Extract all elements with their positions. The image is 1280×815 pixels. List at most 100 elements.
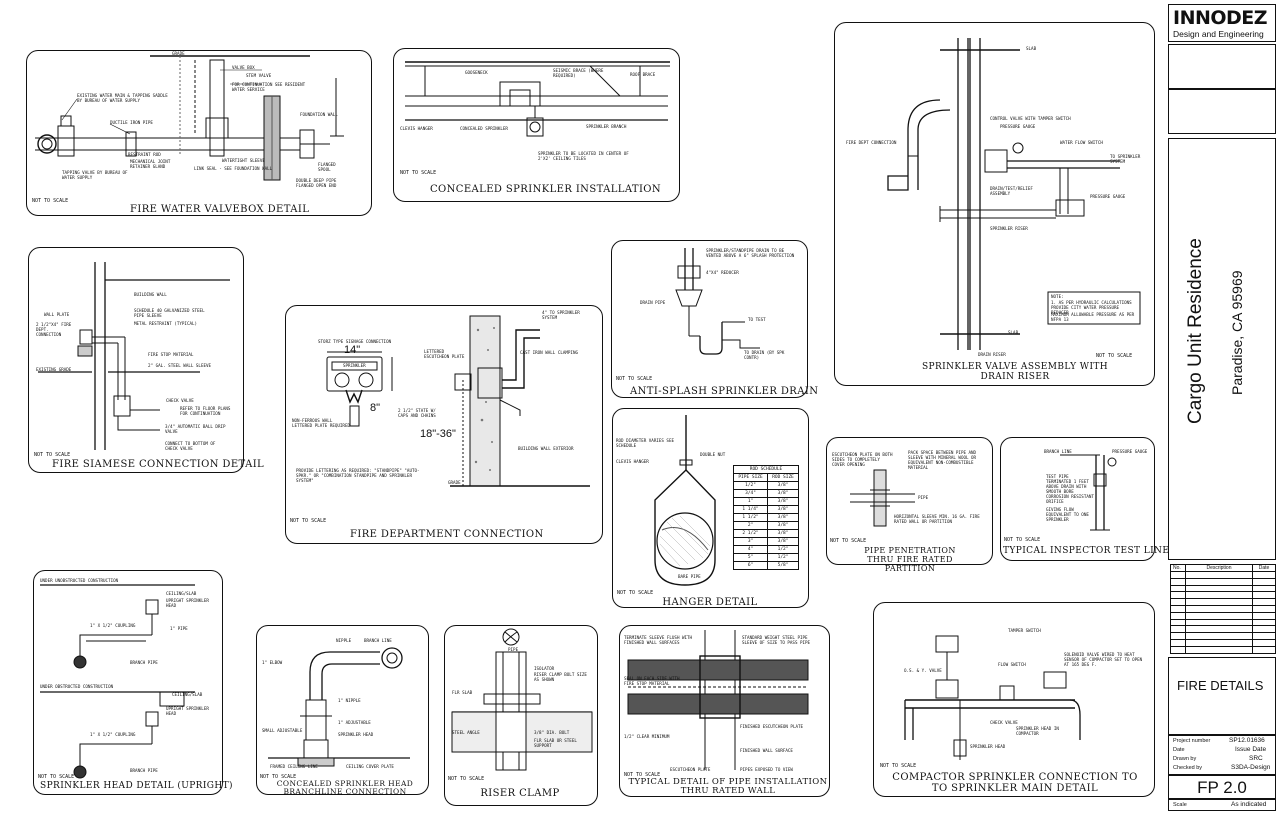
siamese-note-wallsleeve: 2" GAL. STEEL WALL SLEEVE (148, 363, 212, 368)
valveassy-note-fdc: FIRE DEPT CONNECTION (846, 140, 897, 145)
concealedhead-note-frame: FRAMED CEILING LINE (270, 764, 318, 769)
concealed-title: CONCEALED SPRINKLER INSTALLATION (430, 184, 662, 195)
siamese-note-check: CHECK VALVE (166, 398, 194, 403)
info-value-checked: S3DA-Design (1231, 764, 1271, 771)
inspector-note-branch: BRANCH LINE (1044, 449, 1072, 454)
upright-note-pipe: 1" PIPE (170, 626, 188, 631)
valveassy-note-riser: SPRINKLER RISER (990, 226, 1028, 231)
valvebox-note-main: EXISTING WATER MAIN & TAPPING SADDLE BY … (77, 93, 168, 103)
detail-panel-fdc[interactable] (285, 305, 603, 544)
info-value-date: Issue Date (1235, 746, 1267, 753)
fdc-note-clamp: CAST IRON WALL CLAMPING (520, 350, 578, 355)
concealedhead-note-nipple2: 1" NIPPLE (338, 698, 361, 703)
riser-note-bolt: 3/8" DIA. BOLT (534, 730, 570, 735)
info-value-drawn: SRC (1249, 755, 1263, 762)
compactor-title-2: TO SPRINKLER MAIN DETAIL (931, 783, 1099, 794)
compactor-note-check: CHECK VALVE (990, 720, 1018, 725)
schedule-cell: 6" (732, 561, 769, 570)
pipepen-title: PIPE PENETRATION THRU FIRE RATED PARTITI… (864, 546, 956, 573)
upright-note-unobstructed: UNDER UNOBSTRUCTED CONSTRUCTION (40, 578, 119, 583)
fdc-note-lettered: LETTERED ESCUTCHEON PLATE (424, 349, 465, 359)
detail-panel-pipepen[interactable] (826, 437, 993, 565)
riser-nts: NOT TO SCALE (448, 776, 485, 782)
concealed-note-branch: SPRINKLER BRANCH (586, 124, 627, 129)
valvebox-note-sleeve: WATERTIGHT SLEEVE (222, 158, 265, 163)
compactor-note-tamper: TAMPER SWITCH (1008, 628, 1041, 633)
upright-note-coupling2: 1" X 1/2" COUPLING (90, 732, 136, 737)
concealedhead-note-head: SPRINKLER HEAD (338, 732, 374, 737)
siamese-note-drip: 3/4" AUTOMATIC BALL DRIP VALVE (165, 424, 226, 434)
detail-panel-antisplash[interactable] (611, 240, 808, 398)
compactor-note-head: SPRINKLER HEAD IN COMPACTOR (1016, 726, 1059, 736)
concealedhead-note-nipple: NIPPLE (336, 638, 352, 643)
fdc-note-4in: 4" TO SPRINKLER SYSTEM (542, 310, 580, 320)
concealed-note-location: SPRINKLER TO BE LOCATED IN CENTER OF 2'X… (538, 151, 629, 161)
valveassy-note-tosys: TO SPRINKLER SYSTEM (1110, 154, 1141, 164)
riser-note-clamp: RISER CLAMP BOLT SIZE AS SHOWN (534, 672, 587, 682)
valveassy-title: SPRINKLER VALVE ASSEMBLY WITH DRAIN RISE… (921, 362, 1109, 382)
inspector-nts: NOT TO SCALE (1004, 537, 1041, 543)
concealedhead-title: CONCEALED SPRINKLER HEAD (276, 779, 414, 788)
wall-nts: NOT TO SCALE (624, 772, 661, 778)
fdc-note-wall: BUILDING WALL EXTERIOR (518, 446, 574, 451)
info-label-checked: Checked by (1173, 765, 1203, 771)
fdc-note-plate: NON-FERROUS WALL LETTERED PLATE REQUIRED (292, 418, 350, 428)
schedule-row: 6"5/8" (732, 561, 799, 570)
concealedhead-note-branch: BRANCH LINE (364, 638, 392, 643)
concealedhead-title-2: BRANCHLINE CONNECTION (283, 787, 407, 796)
valvebox-note-tapping: TAPPING VALVE BY BUREAU OF WATER SUPPLY (62, 170, 128, 180)
upright-note-ceiling2: CEILING/SLAB (172, 692, 203, 697)
titleblock-project-box: Cargo Unit Residence Paradise, CA 95969 (1168, 138, 1276, 560)
titleblock-blank-1 (1168, 44, 1276, 89)
compactor-note-solenoid: SOLENOID VALVE WIRED TO HEAT SENSOR OF C… (1064, 652, 1143, 667)
sheet-number: FP 2.0 (1197, 778, 1247, 797)
pipepen-note-sleeve: HORIZONTAL SLEEVE MIN. 16 Ga. FIRE RATED… (894, 514, 980, 524)
siamese-note-firestop: FIRE STOP MATERIAL (148, 352, 194, 357)
pipepen-note-pack: PACK SPACE BETWEEN PIPE AND SLEEVE WITH … (908, 450, 977, 470)
project-name: Cargo Unit Residence (1185, 238, 1206, 424)
detail-panel-upright[interactable] (33, 570, 223, 795)
siamese-note-restraint: METAL RESTRAINT (TYPICAL) (134, 321, 198, 326)
antisplash-title: ANTI-SPLASH SPRINKLER DRAIN (630, 386, 819, 397)
valvebox-nts: NOT TO SCALE (32, 198, 69, 204)
valvebox-note-stem: STEM VALVE (246, 73, 272, 78)
valveassy-note-slab2: SLAB (1008, 330, 1019, 335)
valveassy-callout-1: 1. AS PER HYDRAULIC CALCULATIONS PROVIDE… (1051, 300, 1132, 315)
wall-note-finished: FINISHED ESCUTCHEON PLATE (740, 724, 804, 729)
siamese-note-plate: WALL PLATE (44, 312, 70, 317)
hanger-note-nut: DOUBLE NUT (700, 452, 726, 457)
concealed-nts: NOT TO SCALE (400, 170, 437, 176)
hanger-note-clevis: CLEVIS HANGER (616, 459, 649, 464)
detail-panel-valveassy[interactable] (834, 22, 1155, 386)
detail-panel-inspector[interactable] (1000, 437, 1155, 561)
valveassy-note-slab: SLAB (1026, 46, 1037, 51)
detail-panel-concealed[interactable] (393, 48, 680, 202)
detail-panel-siamese[interactable] (28, 247, 244, 473)
riser-note-isolator: ISOLATOR (534, 666, 555, 671)
siamese-note-connect: CONNECT TO BOTTOM OF CHECK VALVE (165, 441, 216, 451)
concealedhead-note-adj: 1" ADJUSTABLE (338, 720, 371, 725)
upright-note-obstructed: UNDER OBSTRUCTED CONSTRUCTION (40, 684, 114, 689)
inspector-note-flow: GIVING FLOW EQUIVALENT TO ONE SPRINKLER (1046, 507, 1089, 522)
concealedhead-note-elbow: 1" ELBOW (262, 660, 283, 665)
info-label-drawn: Drawn by (1173, 756, 1197, 762)
fdc-dim-depth: 8" (370, 402, 381, 414)
riser-note-flr: FLR SLAB (452, 690, 473, 695)
valveassy-callout-2: MAXIMUM ALLOWABLE PRESSURE AS PER NFPA 1… (1051, 312, 1135, 322)
wall-title: TYPICAL DETAIL OF PIPE INSTALLATION (628, 777, 828, 787)
hanger-note-rod: ROD DIAMETER VARIES SEE SCHEDULE (616, 438, 674, 448)
fdc-title: FIRE DEPARTMENT CONNECTION (350, 529, 544, 540)
hanger-note-bare: BARE PIPE (678, 574, 701, 579)
rev-col-desc: Description (1185, 564, 1253, 572)
riser-note-support: FLR SLAB OR STEEL SUPPORT (534, 738, 577, 748)
wall-note-exposed: PIPES EXPOSED TO VIEW (740, 767, 793, 772)
valveassy-note-flow: WATER FLOW SWITCH (1060, 140, 1103, 145)
